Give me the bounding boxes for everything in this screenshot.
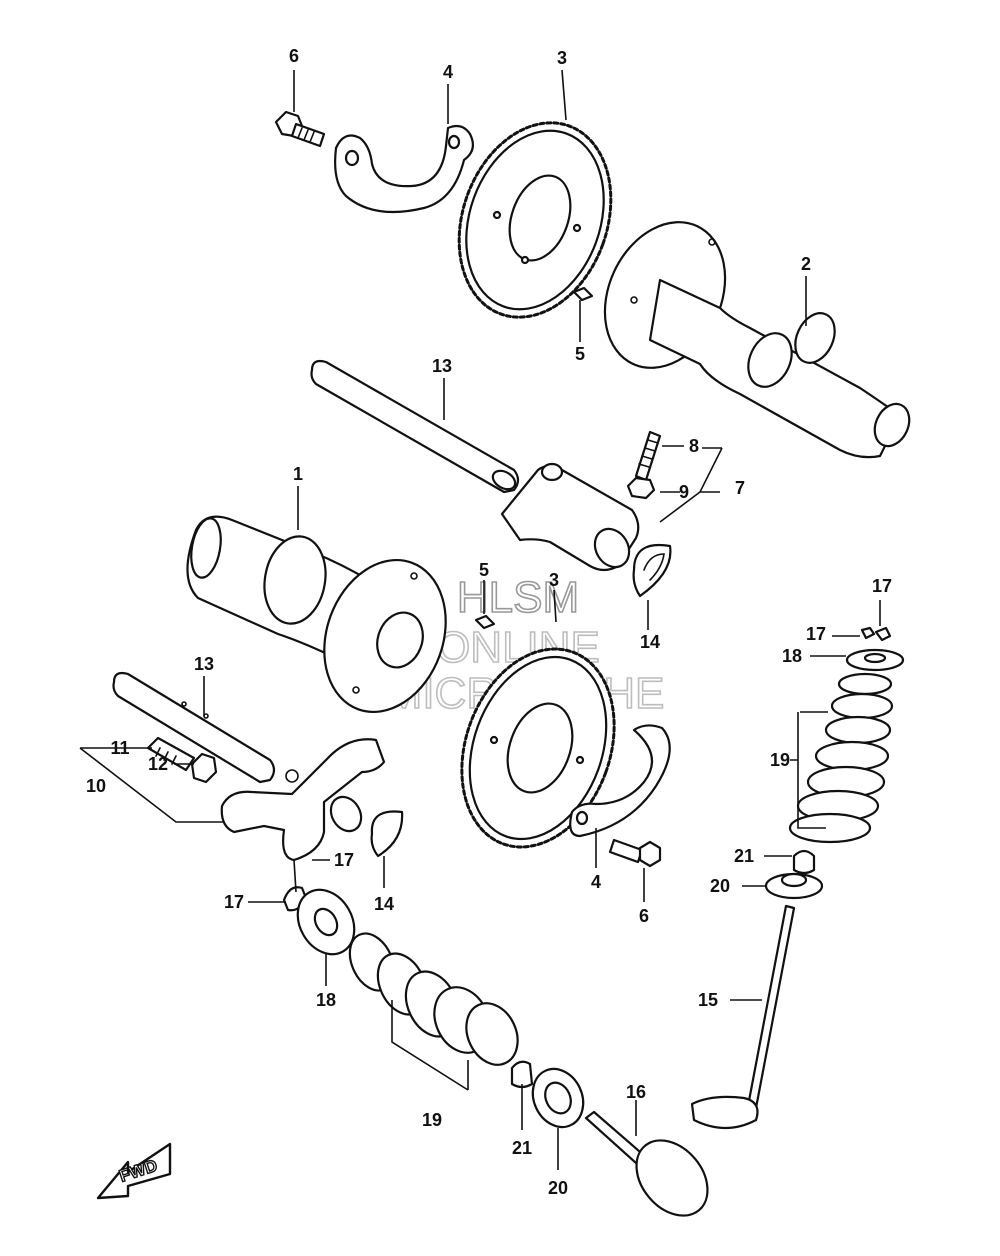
callout-13-top: 13 xyxy=(432,356,452,376)
callout-19-left: 19 xyxy=(422,1110,442,1130)
callout-19-right: 19 xyxy=(770,750,790,770)
bolt-part-6-middle xyxy=(608,838,662,868)
callout-4-middle: 4 xyxy=(591,872,601,892)
adjuster-screw-part-8 xyxy=(634,430,662,482)
forward-direction-arrow: FWD xyxy=(96,1142,172,1200)
callout-11: 11 xyxy=(110,738,129,758)
stopper-plate-part-4-middle xyxy=(569,724,671,838)
watermark-line-1: HLSM xyxy=(457,573,579,622)
valve-cotter-part-17-right xyxy=(860,626,892,642)
callout-8: 8 xyxy=(689,436,699,456)
callout-7: 7 xyxy=(735,478,745,498)
callout-labels: 6 4 3 2 5 13 8 9 7 1 5 3 14 17 17 18 13 … xyxy=(86,46,892,1198)
spring-seat-part-20-right xyxy=(764,872,824,900)
callout-16: 16 xyxy=(626,1082,646,1102)
valve-part-16 xyxy=(584,1110,709,1217)
leader-lines xyxy=(79,69,881,1170)
adjuster-screw-part-11 xyxy=(146,736,196,772)
rocker-arm-part-10 xyxy=(220,738,386,862)
callout-17-right-top: 17 xyxy=(872,576,892,596)
callout-4-top: 4 xyxy=(443,62,453,82)
stopper-plate-part-4-top xyxy=(334,124,475,214)
callout-2: 2 xyxy=(801,254,811,274)
valve-spring-part-19-left xyxy=(348,932,519,1066)
valve-stem-seal-part-21-left xyxy=(510,1060,534,1089)
bolt-part-6-top xyxy=(274,110,326,148)
camshaft-part-1 xyxy=(186,515,447,714)
callout-5-top: 5 xyxy=(575,344,585,364)
callout-20-left: 20 xyxy=(548,1178,568,1198)
gear-part-3-top xyxy=(457,121,613,319)
lock-nut-part-9 xyxy=(626,476,656,500)
callout-18-right: 18 xyxy=(782,646,802,666)
rocker-arm-part-7 xyxy=(500,462,640,572)
callout-3-middle: 3 xyxy=(549,570,559,590)
callout-1: 1 xyxy=(293,464,303,484)
valve-stem-seal-part-21-right xyxy=(792,849,816,875)
callout-3-top: 3 xyxy=(557,48,567,68)
camshaft-part-2 xyxy=(603,221,911,459)
callout-6-top: 6 xyxy=(289,46,299,66)
callout-17-left-top: 17 xyxy=(334,850,354,870)
callout-14-top: 14 xyxy=(640,632,660,652)
callout-15: 15 xyxy=(698,990,718,1010)
callout-21-left: 21 xyxy=(512,1138,532,1158)
callout-17-right-side: 17 xyxy=(806,624,826,644)
spring-seat-part-20-left xyxy=(531,1067,585,1129)
spring-retainer-part-18-right xyxy=(845,648,905,672)
callout-14-middle: 14 xyxy=(374,894,394,914)
washer-part-14-top xyxy=(632,543,672,598)
callout-18-left: 18 xyxy=(316,990,336,1010)
callout-13-middle: 13 xyxy=(194,654,214,674)
callout-17-left-side: 17 xyxy=(224,892,244,912)
spring-retainer-part-18-left xyxy=(296,888,356,956)
washer-part-14-middle xyxy=(370,810,404,858)
callout-10: 10 xyxy=(86,776,106,796)
pin-part-5-top xyxy=(572,286,594,302)
gear-part-3-middle xyxy=(460,647,616,849)
pin-part-5-middle xyxy=(474,614,496,630)
rocker-shaft-part-13-middle xyxy=(112,671,276,784)
callout-9: 9 xyxy=(679,482,689,502)
callout-6-middle: 6 xyxy=(639,906,649,926)
callout-21-right: 21 xyxy=(734,846,754,866)
rocker-shaft-part-13-top xyxy=(310,359,520,494)
valve-part-15 xyxy=(690,904,796,1130)
valve-spring-part-19-right xyxy=(788,672,894,844)
watermark: HLSM ONLINE MICROFICHE xyxy=(385,572,665,719)
lock-nut-part-12 xyxy=(190,752,218,784)
callout-5-middle: 5 xyxy=(479,560,489,580)
callout-12: 12 xyxy=(148,754,168,774)
callout-20-right: 20 xyxy=(710,876,730,896)
